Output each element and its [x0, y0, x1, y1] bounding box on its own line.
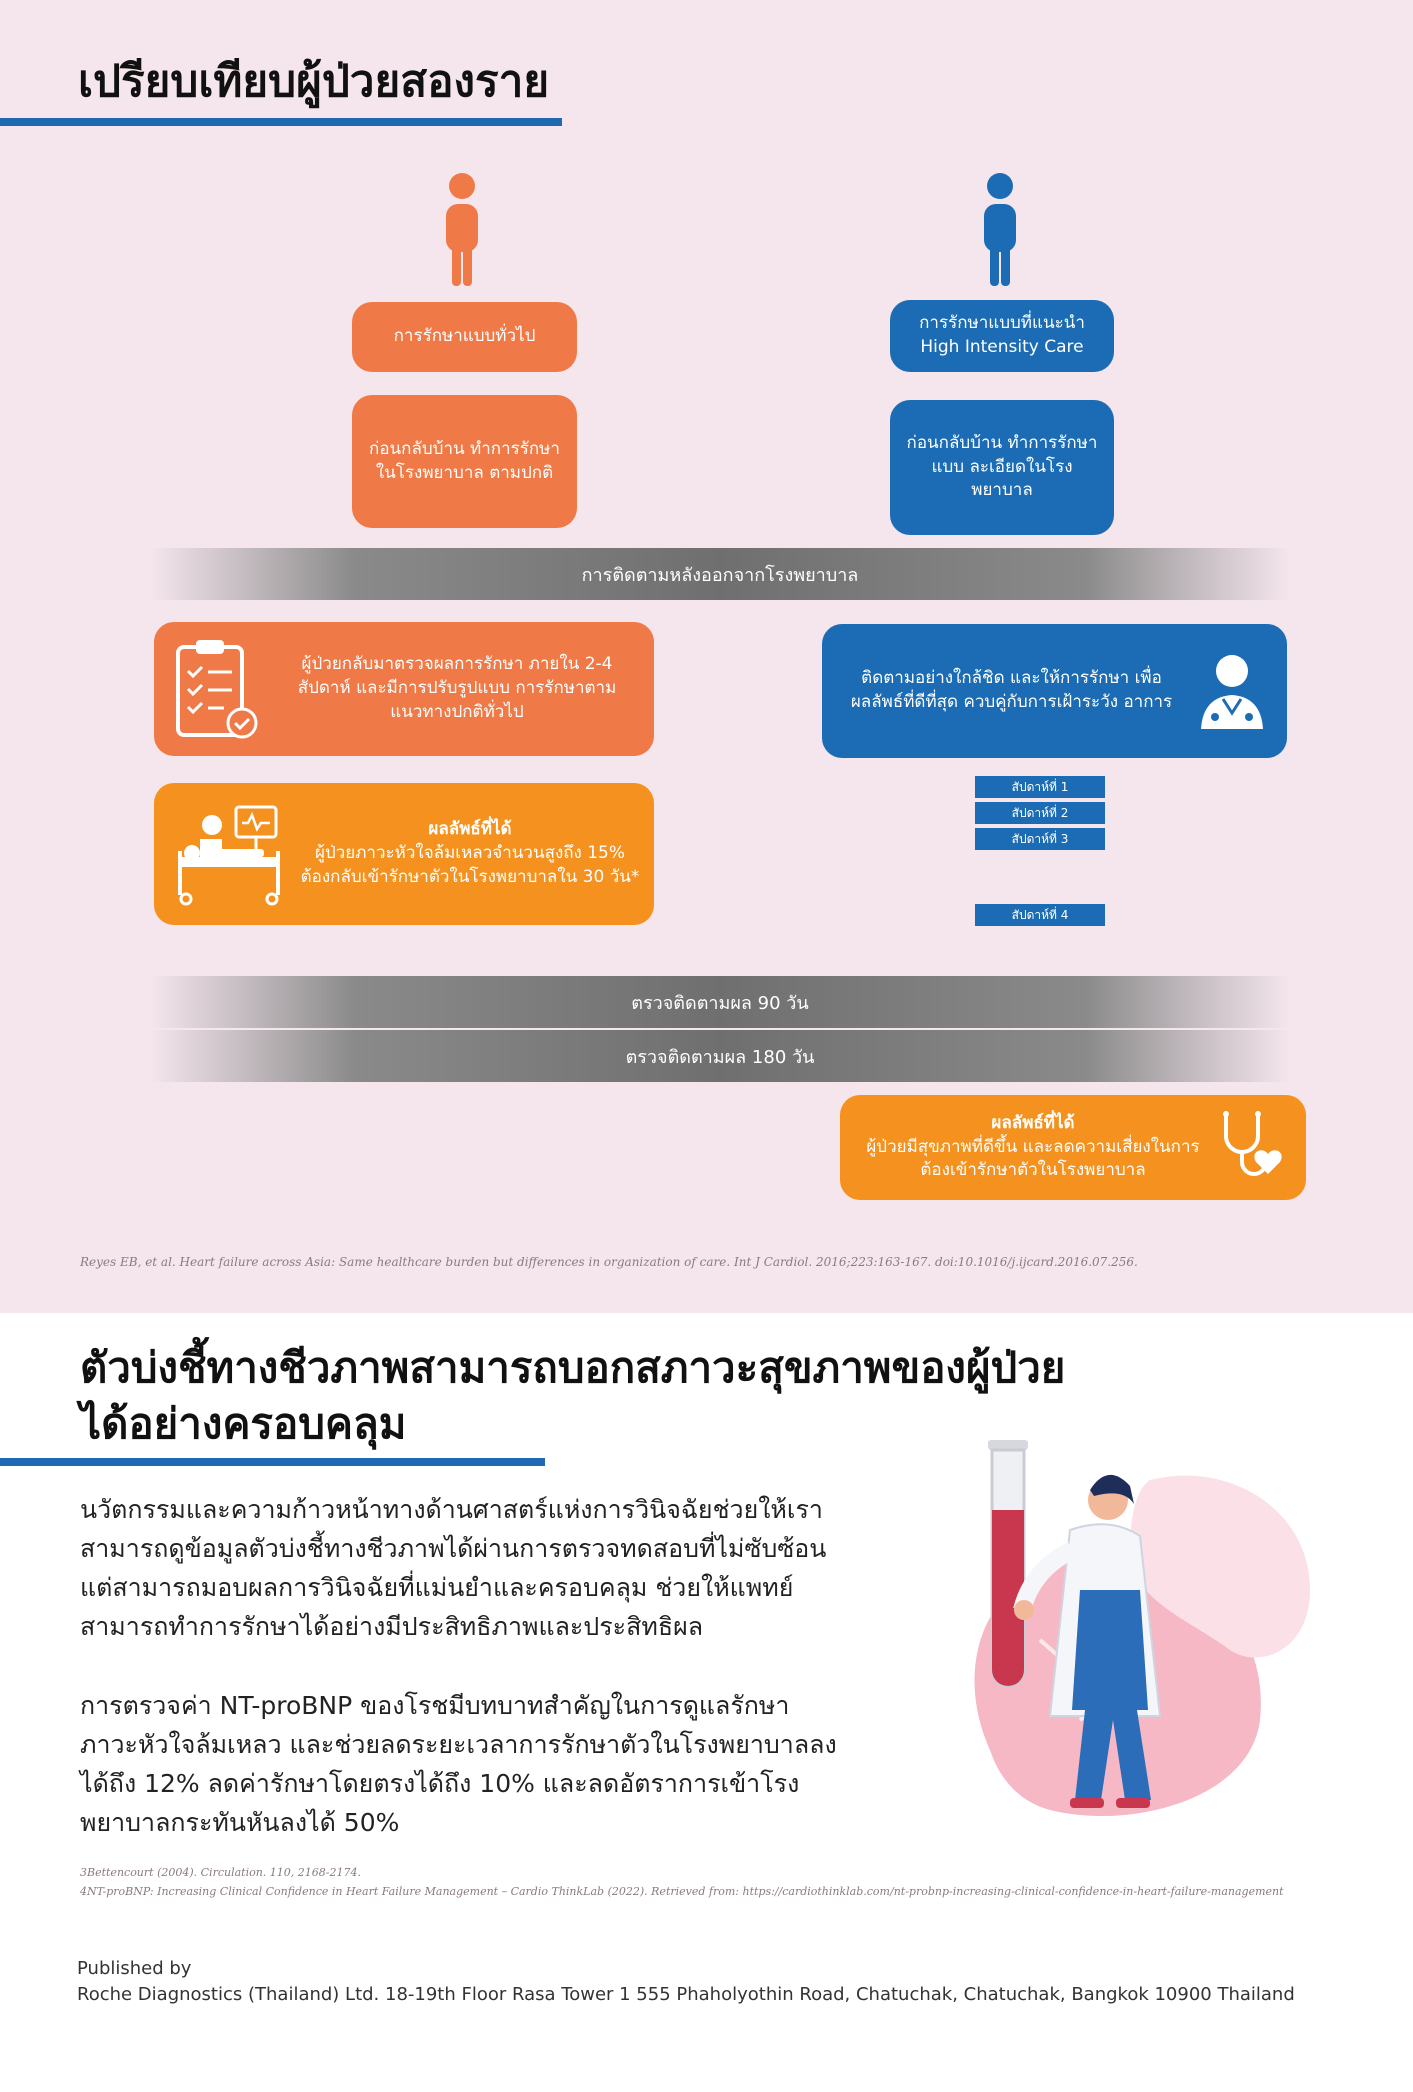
patient-blue-icon — [984, 173, 1016, 286]
paragraph-1-line: สามารถทำการรักษาได้อย่างมีประสิทธิภาพและ… — [80, 1612, 704, 1641]
paragraph-2-line: การตรวจค่า NT-proBNP ของโรชมีบทบาทสำคัญใ… — [80, 1691, 790, 1720]
high-intensity-followup-text: ติดตามอย่างใกล้ชิด และให้การรักษา เพื่อผ… — [850, 668, 1173, 712]
week-1-marker: สัปดาห์ที่ 1 — [975, 776, 1105, 798]
standard-followup-box: ผู้ป่วยกลับมาตรวจผลการรักษา ภายใน 2-4 สั… — [154, 622, 654, 756]
standard-result-title: ผลลัพธ์ที่ได้ — [428, 819, 512, 840]
comparison-title: เปรียบเทียบผู้ป่วยสองราย — [78, 56, 550, 107]
doctor-icon — [1201, 655, 1263, 729]
week-3-marker: สัปดาห์ที่ 3 — [975, 828, 1105, 850]
standard-care-label: การรักษาแบบทั่วไป — [352, 302, 577, 372]
reference-2: 4NT-proBNP: Increasing Clinical Confiden… — [80, 1885, 1284, 1898]
scientist-test-tube-illustration — [974, 1440, 1310, 1816]
published-by-label: Published by — [77, 1958, 192, 1979]
high-intensity-care-label: การรักษาแบบที่แนะนำ High Intensity Care — [890, 300, 1114, 372]
comparison-citation: Reyes EB, et al. Heart failure across As… — [80, 1255, 1138, 1269]
publisher-address: Roche Diagnostics (Thailand) Ltd. 18-19t… — [77, 1984, 1295, 2005]
standard-result-text: ผู้ป่วยภาวะหัวใจล้มเหลวจำนวนสูงถึง 15% ต… — [300, 843, 640, 887]
title-underline — [0, 118, 562, 126]
high-intensity-label-th: การรักษาแบบที่แนะนำ — [919, 313, 1085, 334]
week-2-marker: สัปดาห์ที่ 2 — [975, 802, 1105, 824]
biomarker-title-underline — [0, 1458, 545, 1466]
high-intensity-result-box: ผลลัพธ์ที่ได้ ผู้ป่วยมีสุขภาพที่ดีขึ้น แ… — [840, 1095, 1306, 1200]
high-intensity-followup-box: ติดตามอย่างใกล้ชิด และให้การรักษา เพื่อผ… — [822, 624, 1287, 758]
clipboard-checklist-icon — [176, 640, 258, 739]
paragraph-1-line: แต่สามารถมอบผลการวินิจฉัยที่แม่นยำและครอ… — [80, 1573, 794, 1602]
paragraph-2-line: พยาบาลกระทันหันลงได้ 50% — [80, 1808, 400, 1837]
high-intensity-before-discharge: ก่อนกลับบ้าน ทำการรักษาแบบ ละเอียดในโรงพ… — [890, 400, 1114, 535]
high-intensity-result-title: ผลลัพธ์ที่ได้ — [991, 1112, 1075, 1133]
paragraph-2-line: ได้ถึง 12% ลดค่ารักษาโดยตรงได้ถึง 10% แล… — [80, 1769, 800, 1798]
high-intensity-result-text: ผู้ป่วยมีสุขภาพที่ดีขึ้น และลดความเสี่ยง… — [866, 1136, 1200, 1181]
paragraph-2-line: ภาวะหัวใจล้มเหลว และช่วยลดระยะเวลาการรัก… — [80, 1730, 837, 1759]
standard-result-box: ผลลัพธ์ที่ได้ ผู้ป่วยภาวะหัวใจล้มเหลวจำน… — [154, 783, 654, 925]
reference-1: 3Bettencourt (2004). Circulation. 110, 2… — [80, 1866, 361, 1879]
followup-180-days-band: ตรวจติดตามผล 180 วัน — [150, 1030, 1290, 1082]
week-4-marker: สัปดาห์ที่ 4 — [975, 904, 1105, 926]
stethoscope-heart-icon — [1223, 1110, 1282, 1176]
paragraph-1-line: นวัตกรรมและความก้าวหน้าทางด้านศาสตร์แห่ง… — [80, 1495, 823, 1524]
biomarker-title-line-2: ได้อย่างครอบคลุม — [80, 1399, 407, 1448]
hospital-bed-icon — [178, 805, 280, 906]
standard-before-discharge: ก่อนกลับบ้าน ทำการรักษาในโรงพยาบาล ตามปก… — [352, 395, 577, 528]
paragraph-1-line: สามารถดูข้อมูลตัวบ่งชี้ทางชีวภาพได้ผ่านก… — [80, 1534, 827, 1563]
followup-90-days-band: ตรวจติดตามผล 90 วัน — [150, 976, 1290, 1028]
standard-followup-text: ผู้ป่วยกลับมาตรวจผลการรักษา ภายใน 2-4 สั… — [297, 654, 617, 722]
post-discharge-band: การติดตามหลังออกจากโรงพยาบาล — [150, 548, 1290, 600]
patient-orange-icon — [446, 173, 478, 286]
biomarker-paragraph-2: การตรวจค่า NT-proBNP ของโรชมีบทบาทสำคัญใ… — [80, 1686, 940, 1842]
biomarker-title-line-1: ตัวบ่งชี้ทางชีวภาพสามารถบอกสภาวะสุขภาพขอ… — [80, 1343, 1066, 1392]
biomarker-title: ตัวบ่งชี้ทางชีวภาพสามารถบอกสภาวะสุขภาพขอ… — [80, 1340, 1065, 1452]
high-intensity-label-en: High Intensity Care — [920, 337, 1084, 357]
biomarker-paragraph-1: นวัตกรรมและความก้าวหน้าทางด้านศาสตร์แห่ง… — [80, 1490, 940, 1646]
